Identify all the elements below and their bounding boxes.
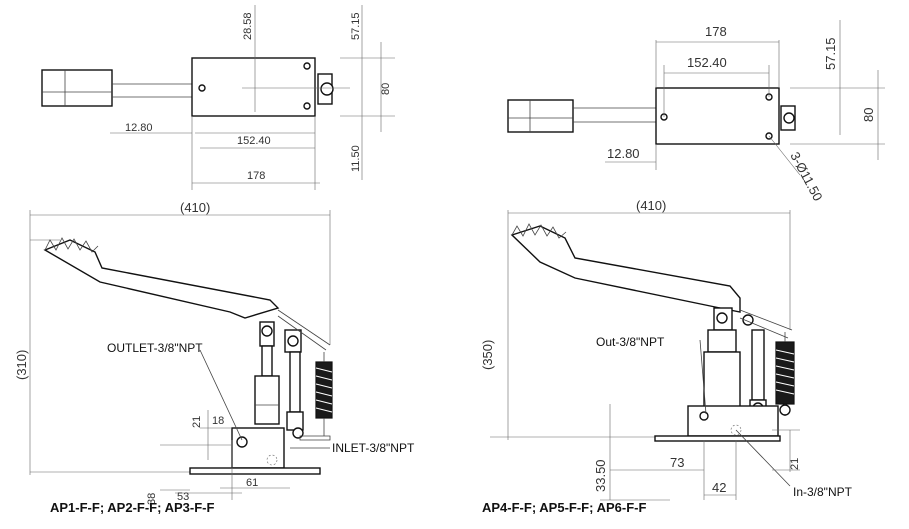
left-cylinder — [254, 375, 280, 425]
left-pedal-arm — [43, 239, 280, 319]
left-inlet-label: INLET-3/8"NPT — [332, 441, 415, 455]
dim-left-152-40: 152.40 — [237, 135, 271, 147]
right-cylinder — [703, 351, 741, 409]
dim-left-410: (410) — [180, 200, 210, 215]
dim-right-33-50: 33.50 — [593, 459, 608, 492]
right-top-view — [507, 20, 885, 176]
right-outlet-label: Out-3/8"NPT — [596, 335, 665, 349]
right-model-caption: AP4-F-F; AP5-F-F; AP6-F-F — [482, 500, 647, 515]
dim-left-38: 38 — [146, 493, 158, 505]
dim-left-80: 80 — [380, 83, 392, 95]
left-base-plate — [189, 467, 321, 475]
dim-right-hole-spec: 3-Ø11.50 — [787, 149, 825, 203]
right-pedal-handle — [507, 99, 574, 133]
right-base-plate — [654, 435, 781, 442]
left-mount-hole — [303, 102, 311, 110]
left-mount-hole — [303, 62, 311, 70]
left-pedal-handle — [41, 69, 113, 107]
dim-left-21: 21 — [191, 416, 203, 428]
dim-left-11-50: 11.50 — [350, 145, 362, 172]
right-side-view — [490, 210, 800, 501]
dim-right-73: 73 — [670, 455, 684, 470]
left-top-view — [41, 5, 395, 190]
dim-right-12-80: 12.80 — [607, 146, 640, 161]
dim-right-21: 21 — [789, 458, 801, 470]
dim-left-310: (310) — [14, 350, 29, 380]
left-valve-body — [191, 57, 316, 117]
dim-right-42: 42 — [712, 480, 726, 495]
right-pedal-arm — [510, 225, 741, 313]
right-spring — [775, 341, 795, 405]
right-inlet-label: In-3/8"NPT — [793, 485, 853, 499]
dim-left-53: 53 — [177, 491, 189, 503]
dim-right-80: 80 — [861, 108, 876, 122]
dim-left-57-15: 57.15 — [350, 12, 362, 40]
left-model-caption: AP1-F-F; AP2-F-F; AP3-F-F — [50, 500, 215, 515]
dim-left-12-80: 12.80 — [125, 122, 153, 134]
dim-right-350: (350) — [480, 340, 495, 370]
left-side-view — [29, 210, 333, 500]
dim-left-178: 178 — [247, 170, 265, 182]
dim-left-61: 61 — [246, 477, 258, 489]
dim-left-18: 18 — [212, 415, 224, 427]
left-mount-hole — [198, 84, 206, 92]
left-valve-base — [231, 427, 285, 469]
dim-right-57-15: 57.15 — [823, 37, 838, 70]
right-valve-base — [687, 405, 779, 437]
dim-right-178: 178 — [705, 24, 727, 39]
right-valve-body — [655, 87, 780, 145]
dim-left-28-58: 28.58 — [242, 12, 254, 40]
dim-right-410: (410) — [636, 198, 666, 213]
left-outlet-label: OUTLET-3/8"NPT — [107, 341, 203, 355]
dim-right-152-40: 152.40 — [687, 55, 727, 70]
